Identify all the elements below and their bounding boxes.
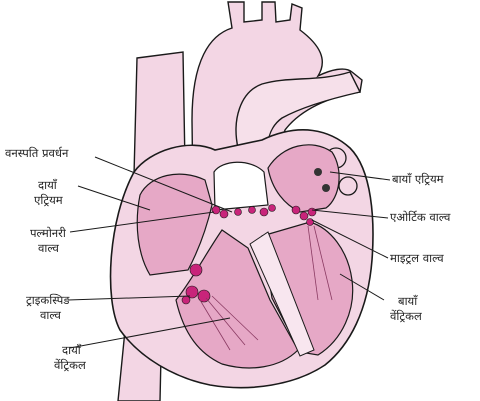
label-left-ventricle-2: वेंट्रिकल — [390, 309, 422, 323]
septum — [249, 231, 315, 357]
label-tricuspid-valve-2: वाल्व — [40, 308, 61, 322]
label-mitral-valve: माइट्रल वाल्व — [390, 251, 444, 265]
label-right-atrium-1: दायाँ — [38, 178, 57, 192]
label-pulmonary-valve-2: वाल्व — [38, 241, 59, 255]
label-left-atrium: बायाँ एट्रियम — [392, 172, 444, 186]
left-atrium-chamber — [267, 144, 340, 213]
pulmonary-vein-2 — [338, 176, 358, 196]
chordae-tendineae — [199, 225, 333, 351]
leader-lines — [67, 156, 391, 349]
aortic-root — [213, 161, 269, 211]
right-atrium-chamber — [136, 173, 213, 276]
label-right-ventricle-2: वेंट्रिकल — [54, 358, 86, 372]
label-left-ventricle-1: बायाँ — [398, 294, 418, 308]
label-right-ventricle-1: दायाँ — [62, 343, 81, 357]
valve-cusps — [181, 204, 317, 305]
vein-opening-1 — [314, 168, 322, 176]
right-ventricle-chamber — [175, 229, 299, 369]
label-right-atrium-2: एट्रियम — [34, 193, 63, 207]
label-pulmonary-valve-1: पल्मोनरी — [30, 226, 66, 240]
label-aortic-valve: एओर्टिक वाल्व — [390, 210, 451, 224]
label-tricuspid-valve-1: ट्राइकस्पिड — [26, 293, 70, 307]
vein-opening-2 — [322, 184, 330, 192]
label-sinoatrial-node: वनस्पति प्रवर्धन — [5, 146, 69, 160]
